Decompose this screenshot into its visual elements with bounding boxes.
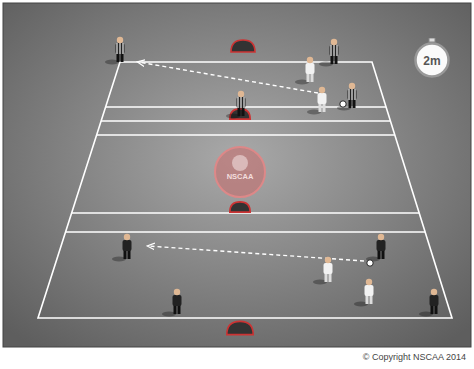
logo-text: NSCAA xyxy=(227,172,254,181)
player xyxy=(337,83,357,111)
field-outline xyxy=(38,62,452,318)
pass-arrow xyxy=(148,246,364,261)
ball xyxy=(340,101,346,107)
zone-line xyxy=(97,134,395,136)
player xyxy=(112,234,132,262)
goal xyxy=(230,202,250,212)
zone-line xyxy=(66,231,426,233)
timer-icon: 2m xyxy=(412,38,452,78)
copyright-note: © Copyright NSCAA 2014 xyxy=(363,352,466,362)
duration-text: 2m xyxy=(423,54,440,68)
goal xyxy=(231,40,255,52)
player xyxy=(419,289,439,317)
player xyxy=(319,39,339,67)
zone-line xyxy=(101,120,390,122)
player xyxy=(307,87,327,115)
pass-arrow xyxy=(138,62,318,93)
player xyxy=(313,257,333,285)
nscaa-logo xyxy=(215,147,265,197)
goal xyxy=(227,321,253,334)
ball xyxy=(367,260,373,266)
player xyxy=(162,289,182,317)
player xyxy=(105,37,125,65)
player xyxy=(366,234,386,262)
player xyxy=(226,91,246,119)
player xyxy=(295,57,315,85)
player xyxy=(354,279,374,307)
